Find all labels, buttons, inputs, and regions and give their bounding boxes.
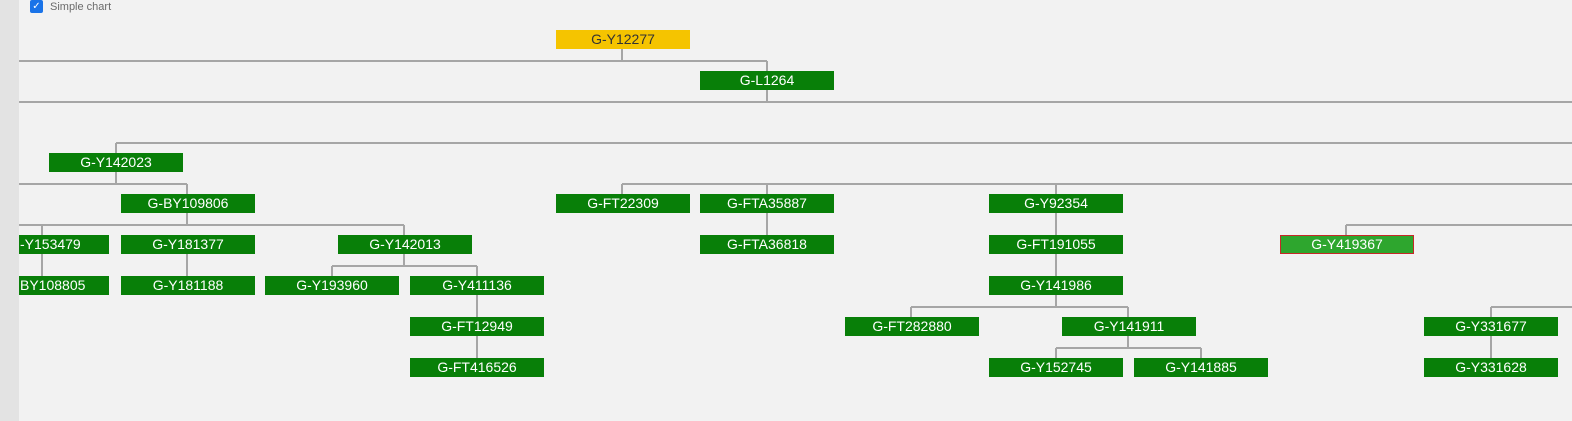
tree-node[interactable]: -Y153479 bbox=[19, 235, 109, 254]
tree-node[interactable]: G-FT416526 bbox=[410, 358, 544, 377]
tree-node[interactable]: G-Y331677 bbox=[1424, 317, 1558, 336]
tree-node[interactable]: G-Y142013 bbox=[338, 235, 472, 254]
tree-node[interactable]: G-Y181377 bbox=[121, 235, 255, 254]
tree-node[interactable]: G-FT191055 bbox=[989, 235, 1123, 254]
tree-node[interactable]: G-FT22309 bbox=[556, 194, 690, 213]
tree-node[interactable]: G-FT282880 bbox=[845, 317, 979, 336]
checkbox-checked-icon[interactable]: ✓ bbox=[30, 0, 43, 13]
tree-node[interactable]: G-Y411136 bbox=[410, 276, 544, 295]
tree-node[interactable]: G-Y142023 bbox=[49, 153, 183, 172]
tree-node[interactable]: G-Y141986 bbox=[989, 276, 1123, 295]
tree-node[interactable]: G-L1264 bbox=[700, 71, 834, 90]
tree-node[interactable]: G-FT12949 bbox=[410, 317, 544, 336]
tree-node[interactable]: G-Y152745 bbox=[989, 358, 1123, 377]
tree-node-root[interactable]: G-Y12277 bbox=[556, 30, 690, 49]
tree-node[interactable]: G-BY109806 bbox=[121, 194, 255, 213]
tree-node-selected[interactable]: G-Y419367 bbox=[1280, 235, 1414, 254]
left-scroll-gutter bbox=[0, 0, 19, 421]
tree-node[interactable]: G-Y141885 bbox=[1134, 358, 1268, 377]
simple-chart-label: Simple chart bbox=[50, 0, 112, 13]
tree-node[interactable]: G-FTA36818 bbox=[700, 235, 834, 254]
tree-node[interactable]: G-FTA35887 bbox=[700, 194, 834, 213]
tree-node[interactable]: G-Y193960 bbox=[265, 276, 399, 295]
tree-node[interactable]: G-Y181188 bbox=[121, 276, 255, 295]
tree-node[interactable]: G-Y141911 bbox=[1062, 317, 1196, 336]
simple-chart-toggle[interactable]: ✓ Simple chart bbox=[30, 0, 111, 13]
tree-node[interactable]: BY108805 bbox=[19, 276, 109, 295]
tree-node[interactable]: G-Y331628 bbox=[1424, 358, 1558, 377]
tree-node[interactable]: G-Y92354 bbox=[989, 194, 1123, 213]
